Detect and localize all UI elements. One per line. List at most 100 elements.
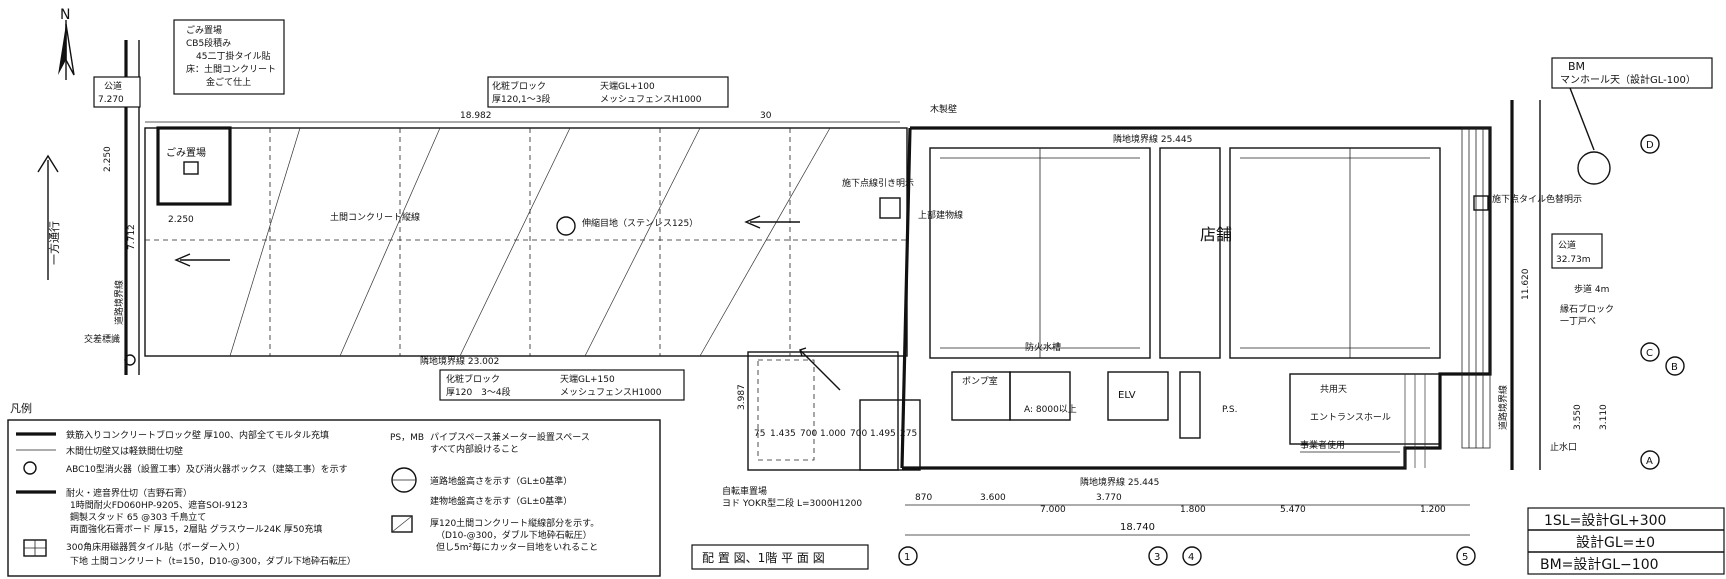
sidewalk-label: 歩道 4m	[1574, 283, 1609, 295]
dim-mid-v: 3.987	[737, 384, 747, 410]
gl-note-2: 設計GL=±0	[1576, 535, 1655, 551]
legend-item-8: 下地 土間コンクリート（t=150，D10-@300，ダブル下地砕石転圧）	[70, 555, 356, 567]
bike-dim-4: 700	[850, 429, 867, 439]
sidewalk-tiles	[1461, 127, 1491, 449]
dim-right-v1: 11.620	[1521, 268, 1531, 300]
expansion-label: 伸縮目地（ステンレス125）	[582, 217, 698, 229]
point-tile-right: 施下点タイル色替明示	[1492, 193, 1582, 205]
point-block-left: 施下点線引き明示	[842, 177, 914, 189]
dim-gomi: 2.250	[168, 215, 194, 225]
road-boundary-left: 道路境界線	[113, 280, 125, 325]
grid-right-d: D	[1646, 140, 1654, 151]
grid-right-a: A	[1646, 456, 1653, 467]
kodo-right-line2: 32.73m	[1556, 255, 1591, 265]
dim-bottom-2: 7.000	[1040, 505, 1066, 515]
legend-item-2: ABC10型消火器（設置工事）及び消火器ボックス（建築工事）を示す	[66, 463, 348, 475]
legend-ps-label: PS，MB	[390, 433, 424, 443]
legend-item-5: 鋼製スタッド 65 @303 千鳥立て	[70, 511, 206, 523]
grid-markers-right: D C B A	[1640, 134, 1685, 470]
kodo-right-line1: 公道	[1558, 239, 1576, 251]
legend-item-7: 300角床用磁器質タイル貼（ボーダー入り）	[66, 541, 245, 553]
legend-item-0: 鉄筋入りコンクリートブロック壁 厚100、内部全てモルタル充填	[66, 429, 329, 441]
dim-bottom-0: 870	[915, 493, 932, 503]
kodo-right-note: 公道 32.73m	[1551, 233, 1603, 269]
gomi-note-line3: 45二丁掛タイル貼	[196, 50, 270, 62]
dim-bottom-3: 3.770	[1096, 493, 1122, 503]
dim-top-long: 18.982	[460, 111, 492, 121]
curb-line1: 縁石ブロック	[1560, 303, 1614, 315]
dim-left-v2: 7.712	[127, 224, 137, 250]
fence-top-line4: メッシュフェンスH1000	[600, 95, 702, 105]
kodo-left-note: 公道 7.270	[93, 76, 141, 108]
gomi-note-line1: ごみ置場	[186, 24, 222, 36]
upper-outline-label: 上部建物線	[918, 209, 963, 221]
legend-right-6: 但し5m²毎にカッター目地をいれること	[436, 541, 598, 553]
bike-dim-2: 700	[800, 429, 817, 439]
wall-top-label: 木製壁	[930, 103, 957, 115]
fence-bottom-line2: 天端GL+150	[560, 373, 615, 385]
legend-right-1: すべて内部設けること	[430, 443, 519, 455]
kodo-left-line1: 公道	[104, 80, 122, 92]
grid-bottom-3: 3	[1154, 552, 1160, 563]
fence-top-line3: 厚120,1～3段	[492, 93, 551, 105]
boundary-mid: 隣地境界線 23.002	[420, 355, 499, 367]
tenpo-label: 店舗	[1200, 225, 1232, 244]
dim-left-v1: 2.250	[103, 146, 113, 172]
grid-bottom-4: 4	[1188, 552, 1194, 563]
legend-item-1: 木間仕切壁又は軽鉄間仕切壁	[66, 445, 183, 457]
tenant-label: 事業者使用	[1300, 439, 1345, 451]
bicycle-label2: ヨド YOKR型二段 L=3000H1200	[722, 497, 862, 509]
drawing-title: 配 置 図、1階 平 面 図	[702, 550, 825, 565]
dim-right-v3: 3.550	[1573, 404, 1583, 430]
bicycle-label: 自転車置場	[722, 485, 767, 497]
gomi-note: ごみ置場 CB5段積み 45二丁掛タイル貼 床：土間コンクリート 金ごて仕上	[173, 19, 285, 95]
legend-title: 凡例	[10, 401, 32, 415]
bike-dim-0: 75	[754, 429, 765, 439]
fence-top-note: 化粧ブロック 天端GL+100 厚120,1～3段 メッシュフェンスH1000	[487, 76, 729, 108]
fence-top-line2: 天端GL+100	[600, 80, 655, 92]
dim-bottom-5: 5.470	[1280, 505, 1306, 515]
water-label: 止水口	[1550, 441, 1577, 453]
gomi-note-line5: 金ごて仕上	[206, 76, 251, 88]
elv-label: ELV	[1118, 390, 1136, 401]
bike-dim-1: 1.435	[770, 429, 796, 439]
fence-top-line1: 化粧ブロック	[492, 80, 546, 92]
core-rooms	[951, 371, 1441, 468]
building-outline	[900, 126, 1492, 470]
legend-item-6: 両面強化石膏ボード 厚15，2層貼 グラスウール24K 厚50充填	[70, 523, 322, 535]
grid-bottom-5: 5	[1462, 552, 1468, 563]
dim-bottom-1: 3.600	[980, 493, 1006, 503]
legend-right-5: （D10-@300，ダブル下地砕石転圧）	[436, 529, 592, 541]
manhole-icon	[1577, 151, 1611, 185]
gl-note-3: BM=設計GL−100	[1540, 557, 1659, 573]
fence-bottom-line1: 化粧ブロック	[446, 373, 500, 385]
curb-line2: 一丁戸べ	[1560, 316, 1596, 327]
boundary-bottom: 隣地境界線 25.445	[1080, 476, 1159, 488]
pump-label: ポンプ室	[962, 375, 998, 387]
entrance-label: エントランスホール	[1310, 412, 1391, 423]
grid-right-b: B	[1671, 362, 1678, 373]
dim-bottom-4: 1.800	[1180, 505, 1206, 515]
dim-top-short: 30	[760, 111, 772, 121]
north-arrow-icon: N	[58, 7, 75, 80]
legend: 凡例 鉄筋入りコンクリートブロック壁 厚100、内部全てモルタル充填 木間仕切壁…	[7, 401, 661, 577]
legend-right-3: 建物地盤高さを示す（GL±0基準）	[430, 495, 572, 507]
bike-dim-5: 1.495	[870, 429, 896, 439]
road-boundary-right: 道路境界線	[1497, 385, 1509, 430]
legend-right-4: 厚120土間コンクリート縦線部分を示す。	[430, 517, 599, 529]
boundary-top: 隣地境界線 25.445	[1113, 133, 1192, 145]
legend-item-3: 耐火・遮音界仕切（吉野石膏）	[66, 487, 192, 499]
north-label: N	[60, 7, 70, 23]
bm-line2: マンホール天（設計GL-100）	[1560, 73, 1696, 86]
entrance-pump-label: 共用天	[1320, 384, 1347, 395]
bike-dim-3: 1.000	[820, 429, 846, 439]
one-way-arrow: 一方通行	[37, 154, 61, 280]
bm-line1: BM	[1568, 60, 1585, 73]
legend-right-2: 道路地盤高さを示す（GL±0基準）	[430, 475, 572, 487]
fence-bottom-note: 化粧ブロック 天端GL+150 厚120 3～4段 メッシュフェンスH1000	[439, 369, 685, 401]
legend-item-4: 1時間耐火FD060HP-9205、遮音SOI-9123	[70, 499, 248, 511]
gomi-note-line4: 床：土間コンクリート	[186, 63, 276, 75]
fence-bottom-line3: 厚120 3～4段	[446, 386, 511, 398]
gomi-room-label: ごみ置場	[166, 146, 206, 159]
